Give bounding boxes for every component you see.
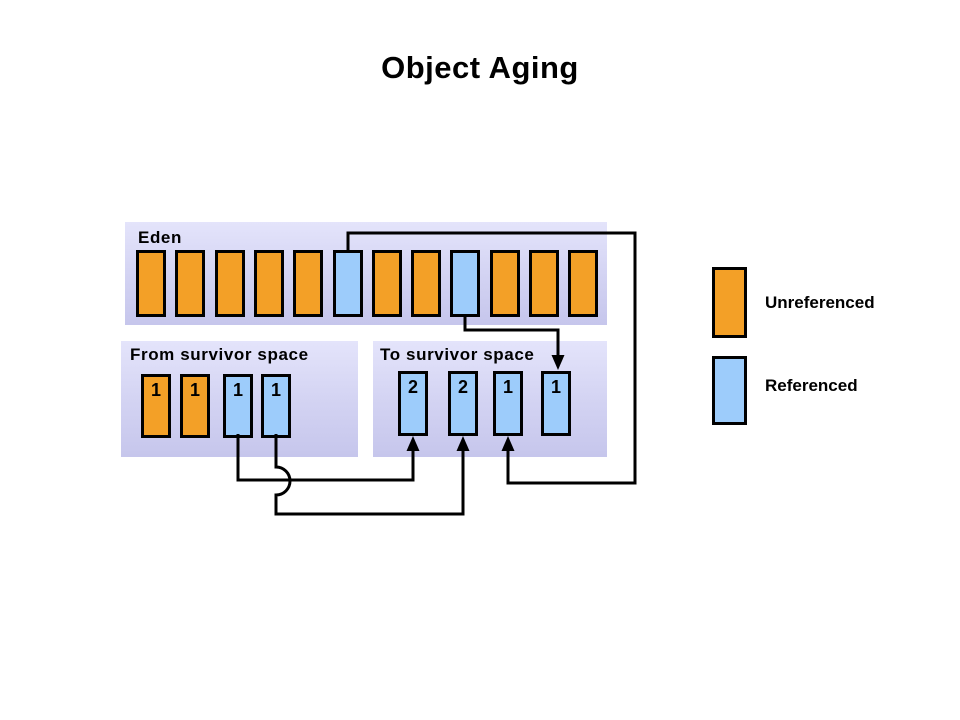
eden-cell-9-referenced <box>450 250 480 317</box>
eden-cell-8-unreferenced <box>411 250 441 317</box>
slide-title: Object Aging <box>381 50 579 85</box>
to-survivor-cell-3-referenced: 1 <box>493 371 523 436</box>
eden-cell-2-unreferenced <box>175 250 205 317</box>
legend-unreferenced-label: Unreferenced <box>765 293 875 312</box>
to-survivor-cell-2-referenced: 2 <box>448 371 478 436</box>
to-survivor-cell-4-referenced: 1 <box>541 371 571 436</box>
legend-referenced-swatch <box>712 356 747 425</box>
eden-label: Eden <box>138 228 182 247</box>
eden-cell-10-unreferenced <box>490 250 520 317</box>
eden-panel: Eden <box>125 222 607 325</box>
eden-cell-5-unreferenced <box>293 250 323 317</box>
eden-cell-3-unreferenced <box>215 250 245 317</box>
legend-referenced-label: Referenced <box>765 376 858 395</box>
eden-cell-4-unreferenced <box>254 250 284 317</box>
from-survivor-cell-2-unreferenced: 1 <box>180 374 210 438</box>
from-survivor-cell-4-referenced: 1 <box>261 374 291 438</box>
eden-cell-12-unreferenced <box>568 250 598 317</box>
to-survivor-cell-1-referenced: 2 <box>398 371 428 436</box>
from-survivor-cell-3-referenced: 1 <box>223 374 253 438</box>
to-survivor-label: To survivor space <box>380 345 535 364</box>
from-survivor-cell-1-unreferenced: 1 <box>141 374 171 438</box>
eden-cell-6-referenced <box>333 250 363 317</box>
from-survivor-label: From survivor space <box>130 345 309 364</box>
legend-unreferenced-swatch <box>712 267 747 338</box>
eden-cell-11-unreferenced <box>529 250 559 317</box>
eden-cell-7-unreferenced <box>372 250 402 317</box>
eden-cell-1-unreferenced <box>136 250 166 317</box>
